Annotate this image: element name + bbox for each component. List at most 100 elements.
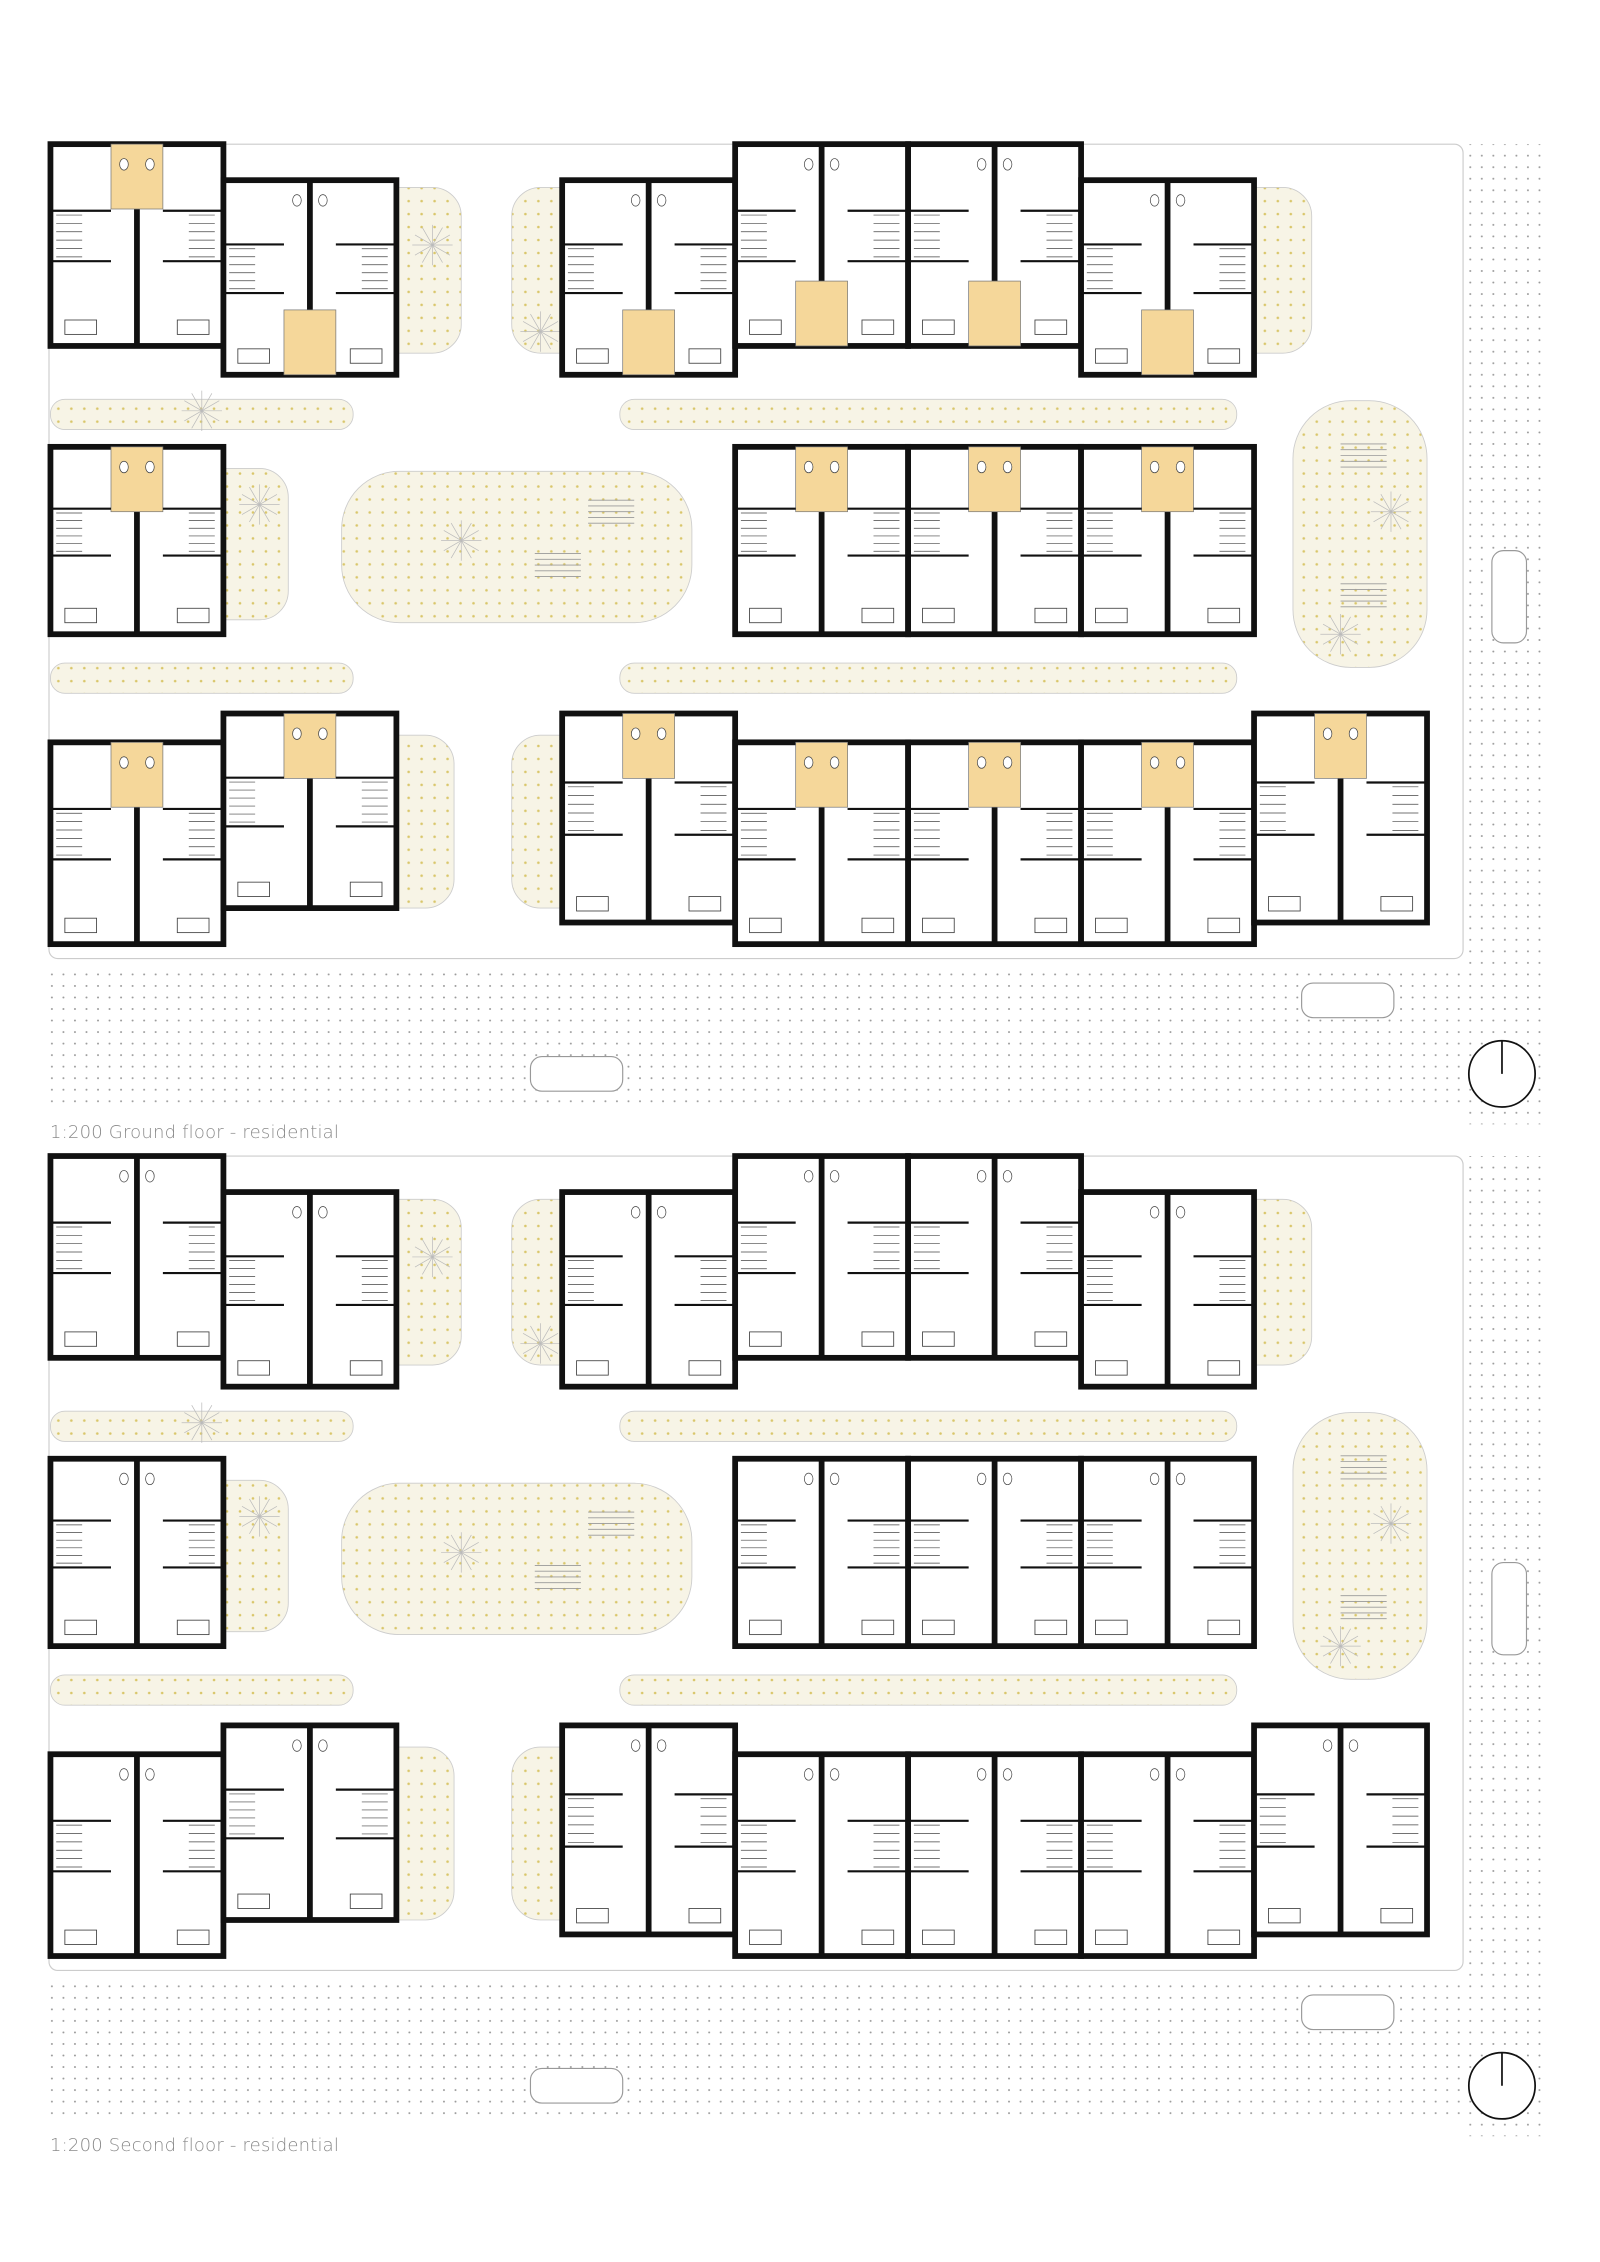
furniture [861, 1929, 895, 1945]
tree-icon [1330, 616, 1341, 635]
tree-icon [540, 331, 559, 342]
dwelling-pair [559, 1189, 739, 1390]
dwelling-pair [905, 141, 1084, 349]
tree-icon [1340, 633, 1359, 645]
furniture [749, 1929, 782, 1945]
tree-icon [540, 1325, 551, 1344]
toilet [1348, 1739, 1359, 1752]
tree-icon [259, 504, 278, 515]
tree-icon [540, 1333, 559, 1344]
dwelling-pair [1078, 1455, 1257, 1650]
tree-icon [443, 1552, 462, 1563]
furniture [576, 896, 609, 912]
tree-icon [1340, 616, 1351, 635]
tree-icon [540, 321, 559, 332]
toilet [1322, 1739, 1333, 1752]
stair-core [968, 280, 1021, 347]
garden-strip [50, 662, 354, 694]
toilet [292, 1206, 302, 1219]
furniture [749, 1331, 782, 1347]
furniture [749, 1619, 782, 1636]
tree-icon [540, 313, 551, 332]
furniture [861, 917, 895, 934]
tree-icon [414, 1246, 433, 1258]
furniture [1207, 1929, 1241, 1945]
furniture [1034, 1619, 1068, 1636]
tree-icon [241, 494, 260, 505]
stair-core [1141, 741, 1194, 808]
toilet [1149, 194, 1160, 207]
dwelling-pair [47, 1153, 227, 1361]
toilet [145, 460, 155, 474]
garden-strip [619, 1674, 1238, 1706]
stair-core [110, 741, 164, 808]
stair-core [283, 309, 337, 376]
tree-icon [1322, 1635, 1341, 1647]
tree-icon [460, 522, 472, 541]
tree-icon [1373, 511, 1392, 523]
second-floor-plan [47, 1153, 1550, 2137]
tree-icon [1390, 1513, 1409, 1524]
tree-icon [249, 504, 260, 523]
furniture [861, 1619, 895, 1636]
tree-icon [191, 393, 203, 411]
toilet [119, 756, 129, 769]
furniture [237, 881, 270, 898]
tree-icon [1330, 1628, 1341, 1647]
tree-icon [1380, 1505, 1392, 1524]
tree-icon [241, 1505, 260, 1517]
stair-core [968, 741, 1021, 808]
tree-icon [259, 486, 270, 505]
tree-icon [461, 540, 479, 551]
furniture [349, 1360, 383, 1376]
toilet [119, 1170, 129, 1183]
furniture [176, 917, 210, 934]
dwelling-pair [905, 1455, 1084, 1650]
stair-core [110, 446, 164, 513]
tree-icon [1373, 1523, 1392, 1535]
tree-icon [414, 234, 433, 246]
furniture [576, 1908, 609, 1924]
tree-icon [241, 504, 260, 515]
tree-icon [1390, 1523, 1402, 1542]
ground-floor-caption: 1:200 Ground floor - residential [50, 1122, 340, 1143]
tree-icon [1380, 494, 1392, 512]
furniture [1380, 896, 1414, 912]
toilet [803, 1170, 814, 1183]
furniture [349, 348, 383, 364]
furniture [749, 319, 782, 335]
tree-icon [530, 313, 541, 332]
tree-icon [450, 1552, 462, 1571]
furniture [861, 319, 895, 335]
garden-strip [619, 1410, 1238, 1442]
dwelling-pair [1251, 710, 1430, 926]
dwelling-pair [905, 1153, 1084, 1361]
tree-icon [432, 227, 443, 246]
furniture [176, 319, 210, 335]
furniture [922, 607, 955, 624]
dwelling-pair [1078, 443, 1257, 638]
tree-icon [201, 1422, 213, 1441]
furniture [1268, 1908, 1301, 1924]
toilet [1175, 1472, 1186, 1486]
stair-core [110, 143, 164, 210]
toilet [318, 194, 328, 207]
furniture [1034, 1929, 1068, 1945]
furniture [64, 1331, 98, 1347]
tree-icon [1380, 1523, 1392, 1542]
toilet [803, 1768, 814, 1781]
toilet [1002, 1170, 1013, 1183]
tree-icon [460, 1552, 472, 1571]
tree-icon [1380, 511, 1392, 530]
dwelling-pair [559, 177, 739, 378]
side-garden [1292, 400, 1428, 668]
furniture [64, 917, 98, 934]
tree-icon [1390, 511, 1402, 530]
furniture [1095, 917, 1128, 934]
tree-icon [184, 410, 202, 422]
dwelling-pair [905, 1751, 1084, 1959]
dwelling-pair [1078, 177, 1257, 378]
furniture [1380, 1908, 1414, 1924]
toilet [976, 1170, 987, 1183]
